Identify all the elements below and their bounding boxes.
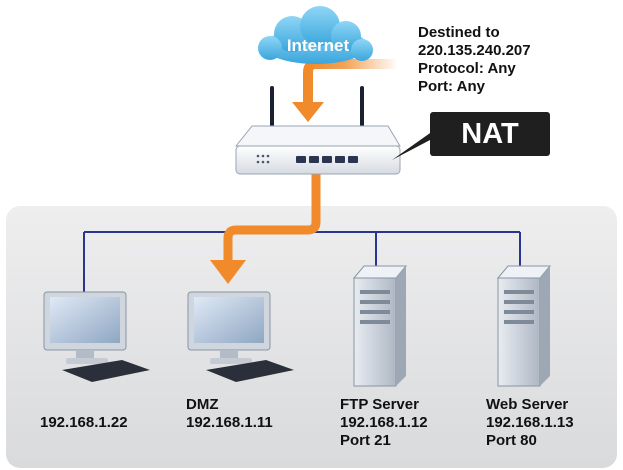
- destination-protocol: Protocol: Any: [418, 60, 516, 77]
- host-label-dmz: DMZ 192.168.1.11: [186, 396, 273, 432]
- web-server-icon: [496, 265, 552, 387]
- web-title: Web Server: [486, 396, 569, 413]
- ftp-server-icon: [352, 265, 408, 387]
- destination-ip: 220.135.240.207: [418, 42, 531, 59]
- internet-label: Internet: [286, 36, 350, 55]
- dmz-title: DMZ: [186, 396, 219, 413]
- ftp-title: FTP Server: [340, 396, 419, 413]
- router-antennas: [270, 86, 364, 138]
- nat-callout: [392, 112, 550, 160]
- host-label-pc1: 192.168.1.22: [40, 414, 128, 432]
- host-label-web: Web Server 192.168.1.13 Port 80: [486, 396, 574, 450]
- pc-icon-dmz: [187, 291, 294, 382]
- nat-forward-arrow: [210, 172, 321, 284]
- internet-cloud-icon: [258, 6, 373, 64]
- destination-line-1: Destined to: [418, 24, 500, 41]
- incoming-traffic-arrow: [292, 59, 398, 122]
- pc-icon-1: [43, 291, 150, 382]
- dmz-ip: 192.168.1.11: [186, 414, 273, 431]
- host-label-ftp: FTP Server 192.168.1.12 Port 21: [340, 396, 428, 450]
- destination-info: Destined to 220.135.240.207 Protocol: An…: [418, 24, 531, 96]
- web-port: Port 80: [486, 432, 537, 449]
- nat-label: NAT: [461, 118, 519, 150]
- web-ip: 192.168.1.13: [486, 414, 574, 431]
- ftp-ip: 192.168.1.12: [340, 414, 428, 431]
- ftp-port: Port 21: [340, 432, 391, 449]
- destination-port: Port: Any: [418, 78, 485, 95]
- lan-floor-panel: [6, 206, 617, 468]
- pc1-ip: 192.168.1.22: [40, 414, 128, 431]
- router-icon: [234, 125, 401, 175]
